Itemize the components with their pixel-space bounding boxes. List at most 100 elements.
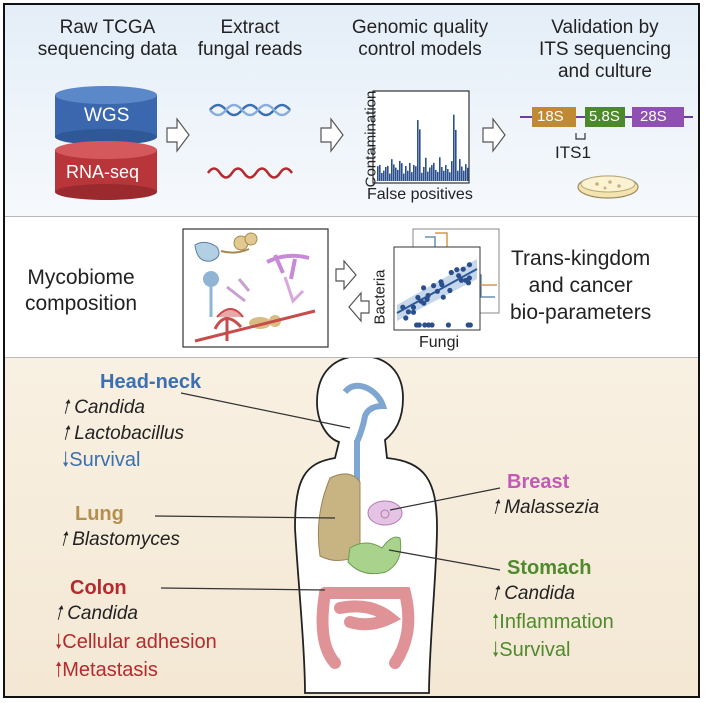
spike (405, 166, 407, 181)
stomach-item: 🠓Survival (492, 639, 571, 661)
scatter-point (460, 266, 466, 272)
scatter-point (429, 322, 435, 328)
scatter-point (418, 298, 424, 304)
stomach-item: 🠑 Candida (492, 583, 575, 604)
spike (383, 170, 385, 181)
headneck-item: 🠓Survival (62, 449, 141, 471)
spike (419, 129, 421, 181)
contamination-axis-label: Contamination (362, 90, 380, 188)
spike (417, 120, 419, 181)
arrow-left-icon (348, 291, 370, 323)
leader-headneck (180, 392, 351, 429)
seg-28s: 28S (640, 108, 667, 125)
scatter-point (445, 322, 451, 328)
petri-dish-icon (577, 175, 639, 199)
spike (385, 167, 387, 181)
scatter-point (440, 294, 446, 300)
spike (437, 171, 439, 181)
spike (453, 114, 455, 181)
spike (459, 159, 461, 181)
arrow-right-icon (320, 117, 344, 153)
colon-item: 🠑 Candida (55, 603, 138, 624)
spike (395, 167, 397, 181)
wgs-cylinder (55, 86, 157, 145)
spike (391, 159, 393, 181)
rna-wave-icon (206, 167, 294, 179)
spike (429, 167, 431, 181)
up-arrow-icon: 🠑 (62, 423, 69, 444)
rnaseq-cylinder (55, 141, 157, 200)
spike (443, 170, 445, 181)
scatter-point (421, 285, 427, 291)
body-panel: Head-neck 🠑 Candida 🠑 Lactobacillus 🠓Sur… (5, 358, 698, 696)
spike (407, 170, 409, 181)
scatter-point (424, 296, 430, 302)
bacteria-axis-label: Bacteria (371, 269, 389, 325)
stomach-organ (347, 536, 402, 575)
breast-item: 🠑 Malassezia (492, 497, 600, 518)
spike (413, 164, 415, 181)
spike (439, 157, 441, 181)
up-arrow-icon: 🠑 (55, 659, 63, 681)
scatter-chart (393, 228, 500, 331)
its1-label: ITS1 (555, 143, 591, 162)
spike (445, 165, 447, 181)
spike (457, 170, 459, 181)
leader-colon (160, 587, 326, 591)
scatter-point (458, 277, 464, 283)
up-arrow-icon: 🠑 (62, 397, 69, 418)
spike (451, 161, 453, 181)
spike (441, 166, 443, 181)
spike (465, 164, 467, 181)
scatter-point (456, 273, 462, 279)
scatter-point (454, 267, 460, 273)
down-arrow-icon: 🠓 (492, 639, 500, 661)
fungi-illustration (182, 228, 329, 348)
lung-organ (317, 473, 361, 561)
up-arrow-icon: 🠑 (55, 603, 62, 624)
scatter-point (403, 315, 409, 321)
scatter-point (448, 269, 454, 276)
colon-item: 🠑Metastasis (55, 659, 158, 681)
fungi-axis-label: Fungi (419, 334, 460, 351)
spike (399, 160, 401, 181)
spike (393, 164, 395, 181)
spike (387, 165, 389, 181)
colon-organ (316, 587, 415, 669)
spike (403, 173, 405, 181)
spike (431, 165, 433, 181)
spike (415, 166, 417, 181)
scatter-point (410, 309, 417, 315)
up-arrow-icon: 🠑 (492, 611, 500, 633)
wgs-label: WGS (84, 105, 130, 126)
leader-breast (389, 487, 501, 511)
human-body-outline (294, 358, 438, 694)
stomach-item: 🠑Inflammation (492, 611, 614, 633)
colon-item: 🠓Cellular adhesion (55, 631, 217, 653)
spike (377, 166, 379, 181)
stomach-title: Stomach (507, 557, 592, 579)
arrow-right-icon (166, 117, 190, 153)
spike (455, 129, 457, 181)
spike (463, 170, 465, 181)
headneck-item: 🠑 Candida (62, 397, 145, 418)
colon-title: Colon (70, 577, 127, 599)
rnaseq-label: RNA-seq (66, 162, 140, 182)
spike (447, 169, 449, 181)
scatter-point (447, 287, 453, 294)
spike (449, 172, 451, 181)
scatter-point (415, 294, 421, 301)
false-positives-axis-label: False positives (367, 186, 473, 203)
scatter-point (466, 262, 473, 268)
headneck-title: Head-neck (100, 371, 202, 393)
its-diagram (520, 107, 693, 140)
arrow-right-icon (335, 259, 357, 291)
seg-58s: 5.8S (589, 108, 620, 125)
